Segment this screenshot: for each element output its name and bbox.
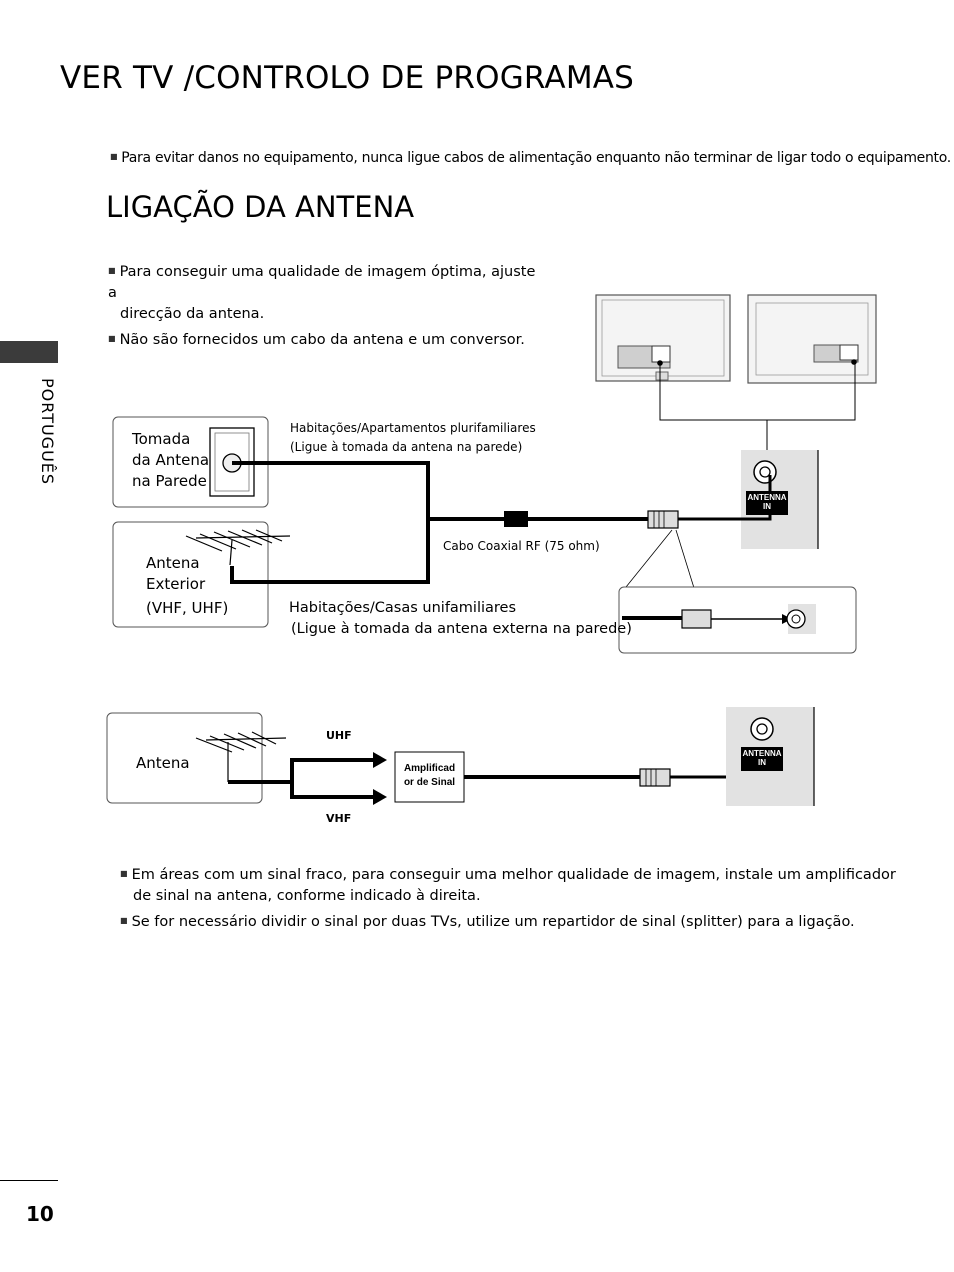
side-tab-marker xyxy=(0,341,58,363)
list-item: ■Para conseguir uma qualidade de imagem … xyxy=(108,264,536,301)
footer-rule xyxy=(0,1180,58,1181)
bullet-square-icon: ■ xyxy=(110,152,118,161)
list-item-continuation: de sinal na antena, conforme indicado à … xyxy=(133,888,481,904)
cable-ferrite-icon xyxy=(504,511,528,527)
signal-amplifier-box xyxy=(394,751,465,803)
wall-socket-label: Tomada da Antena na Parede xyxy=(132,430,210,490)
outdoor-antenna-icon xyxy=(185,529,291,566)
amplifier-label: Amplificad or de Sinal xyxy=(403,763,456,788)
antenna-feed-lines xyxy=(228,758,373,799)
warning-note: ■Para evitar danos no equipamento, nunca… xyxy=(110,150,951,166)
intro-bullet-list: ■Para conseguir uma qualidade de imagem … xyxy=(108,260,548,351)
uhf-label: UHF xyxy=(326,729,352,742)
bullet-square-icon: ■ xyxy=(108,266,116,275)
bullet-square-icon: ■ xyxy=(108,334,116,343)
list-item: ■Não são fornecidos um cabo da antena e … xyxy=(108,332,525,348)
list-item: ■Se for necessário dividir o sinal por d… xyxy=(120,914,855,930)
bullet-square-icon: ■ xyxy=(120,916,128,925)
cable-label: Cabo Coaxial RF (75 ohm) xyxy=(443,539,600,553)
antenna-label: Antena xyxy=(136,754,190,772)
vhf-label: VHF xyxy=(326,812,352,825)
antenna-jack-icon xyxy=(786,609,806,629)
antenna-icon xyxy=(195,731,287,782)
side-tab-language: PORTUGUÊS xyxy=(38,378,57,486)
antenna-in-port-label: ANTENNA IN xyxy=(742,749,782,767)
section-title: LIGAÇÃO DA ANTENA xyxy=(106,190,415,224)
page-title: VER TV /CONTROLO DE PROGRAMAS xyxy=(60,60,635,96)
list-item: ■Em áreas com um sinal fraco, para conse… xyxy=(120,867,896,883)
coax-plug-icon xyxy=(647,510,679,529)
antenna-in-port-label: ANTENNA IN xyxy=(747,493,787,511)
antenna-jack-icon xyxy=(753,460,777,484)
tv-rear-icon xyxy=(747,294,877,384)
tv-rear-icon xyxy=(595,294,731,382)
outdoor-antenna-label: Antena Exterior (VHF, UHF) xyxy=(146,554,229,617)
bottom-bullet-list: ■Em áreas com um sinal fraco, para conse… xyxy=(120,863,896,933)
list-item-continuation: direcção da antena. xyxy=(120,306,265,322)
coaxial-cable xyxy=(230,461,648,584)
coax-plug-icon xyxy=(639,768,671,787)
single-family-note: Habitações/Casas unifamiliares (Ligue à … xyxy=(289,600,632,637)
multi-family-note: Habitações/Apartamentos plurifamiliares … xyxy=(290,421,536,454)
page-number: 10 xyxy=(26,1202,54,1226)
coax-plug-icon xyxy=(681,609,712,629)
antenna-jack-icon xyxy=(750,717,774,741)
bullet-square-icon: ■ xyxy=(120,869,128,878)
